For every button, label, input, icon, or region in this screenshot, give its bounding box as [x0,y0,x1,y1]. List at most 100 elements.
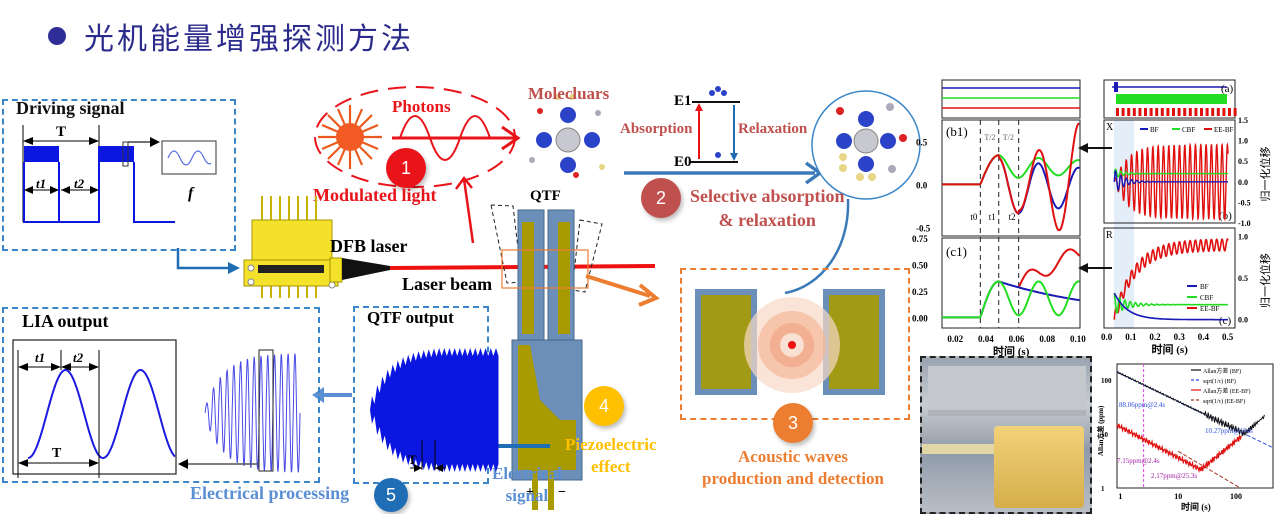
acoustic-source-icon [788,341,796,349]
lia-t1-label: t1 [35,350,45,365]
y-tick-b1: -0.5 [916,223,931,233]
legend-label-c: EE-BF [1200,305,1220,313]
slide-title: 光机能量增强探测方法 [48,14,414,58]
qtf-minus-label: − [558,485,566,500]
qtf-output-waveform: T [370,348,499,472]
drive-pulse-eebf [1160,108,1164,116]
dfb-laser-icon [243,196,390,298]
period-label: T [56,124,66,140]
annotation: 10.27ppm@184s [1205,427,1253,435]
y-axis-label-b: 归一化位移 [1258,147,1272,202]
y-tick-c: 0.5 [1238,274,1248,283]
legend-label: sqrt(1/τ) (BF) [1203,378,1236,385]
annotation: 7.15ppm@2.4s [1117,457,1160,465]
series-b-cbf [1113,168,1228,178]
drive-pulse-eebf [1172,108,1175,116]
e1-label: E1 [674,93,692,109]
electrical-signal-label: Electrical signal [492,463,562,507]
step-2-badge: 2 [641,178,681,218]
series-allan-eebf [1116,423,1242,474]
half-period-label: T/2 [1003,133,1014,142]
molecule-icon [529,94,605,178]
step-2-number: 2 [655,187,666,208]
legend-label-b: EE-BF [1214,126,1234,134]
legend-label: Allan方差 (BF) [1203,367,1241,375]
series-c-bf [1113,292,1228,321]
drive-pulse-eebf [1155,108,1159,116]
y-tick-b1: 0.0 [916,180,928,190]
drive-pulse-eebf [1228,108,1231,116]
y-axis-label-c: 归一化位移 [1258,253,1272,308]
y-tick-c1: 0.50 [912,260,928,270]
x-tick: 0.02 [947,334,963,344]
x-tick: 0.0 [1101,332,1113,342]
series-c1-ee-bf [1018,248,1081,287]
x-tick: 0.10 [1070,334,1086,344]
t2-label: t2 [74,176,85,191]
y-tick-c1: 0.25 [912,287,928,297]
y-tick-b1: 0.5 [916,137,928,147]
acoustic-resonator-illustration [695,289,885,395]
annotation: 2.17ppm@25.3s [1151,472,1197,480]
x-tick: 0.08 [1039,334,1055,344]
fiber-icon [922,444,994,454]
drive-pulse-eebf [1200,108,1203,116]
series-sqrt-eebf [1177,450,1241,489]
laser-qtf-illustration: DFB laser Laser beam QTF + − [243,188,660,510]
drive-pulse-eebf [1211,108,1215,116]
x-tick: 0.06 [1009,334,1025,344]
y-tick-b: 0.5 [1238,157,1248,166]
lia-output-heading: LIA output [22,311,109,331]
y-tick: 100 [1101,377,1112,385]
y-tick-c: 0.0 [1238,316,1248,325]
marker-label: t1 [989,212,996,222]
legend-label-c: BF [1200,283,1209,291]
step-3-number: 3 [787,412,798,433]
step-1-number: 1 [400,157,411,178]
panel-label-a: (a) [1221,83,1234,95]
energy-level-diagram: E1 E0 Absorption Relaxation [620,86,921,295]
drive-pulse-eebf [1138,108,1142,116]
panel-label-r: R [1106,230,1113,241]
marker-label: t2 [1009,212,1016,222]
step-2-line2: & relaxation [718,210,816,230]
y-tick-b: 1.5 [1238,116,1248,125]
step-3-line2: production and detection [702,469,884,488]
y-tick: 1 [1101,485,1105,493]
y-tick-c1: 0.75 [912,234,928,244]
arrow-to-laser-icon [228,262,240,274]
device-photo [920,356,1092,514]
x-tick: 0.3 [1174,332,1186,342]
qtf-period-label: T [408,452,417,467]
step-4-label: Piezoelectric effect [565,434,657,478]
legend-label-c: CBF [1200,294,1213,302]
series-c1-bf [942,280,1080,319]
drive-pulse-eebf [1132,108,1136,116]
photons-illustration: Photons Molecluars [314,84,610,244]
y-tick-b: -0.5 [1238,198,1251,207]
bullet-icon [48,27,66,45]
series-b-ee-bf [1113,142,1229,222]
x-tick: 0.1 [1125,332,1137,342]
e0-label: E0 [674,154,692,170]
driving-signal-waveform: T t1 t2 f [22,124,240,274]
y-tick-c: 1.0 [1238,232,1248,241]
series-b-bf [1113,170,1228,192]
chart-c-frame [1103,227,1236,329]
drive-pulse-eebf [1121,108,1125,116]
dfb-laser-label: DFB laser [330,236,407,256]
beam-focus-box [501,249,589,289]
series-b1-cbf [942,154,1080,186]
gas-cell-icon [994,426,1084,508]
chart-link-arrows [1078,143,1112,273]
panel-label-c: (c) [1219,315,1232,327]
drive-pulse-eebf [1183,108,1187,116]
drive-pulse-eebf [1127,108,1131,116]
molecules-label: Molecluars [528,84,610,103]
electrical-signal-line2: signal [505,486,549,505]
y-axis-label: Allan方差 (ppm) [1096,405,1105,456]
qtf-icon [490,204,603,510]
